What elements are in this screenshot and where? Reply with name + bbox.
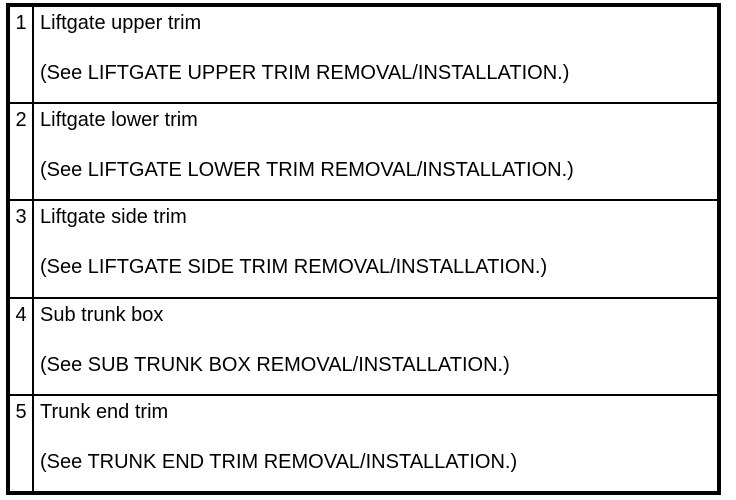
part-number-cell: 5 [7, 394, 34, 494]
table-row: 5 Trunk end trim (See TRUNK END TRIM REM… [7, 394, 720, 494]
part-name: Sub trunk box [40, 303, 164, 326]
part-description-cell: Liftgate side trim (See LIFTGATE SIDE TR… [32, 199, 720, 299]
part-see-reference: (See LIFTGATE LOWER TRIM REMOVAL/INSTALL… [40, 158, 574, 181]
part-number-cell: 2 [7, 101, 34, 202]
part-name: Liftgate side trim [40, 206, 187, 229]
parts-table-body: 1 Liftgate upper trim (See LIFTGATE UPPE… [7, 4, 720, 494]
part-see-reference: (See LIFTGATE UPPER TRIM REMOVAL/INSTALL… [40, 62, 570, 84]
part-number: 4 [15, 303, 27, 326]
part-number: 2 [15, 108, 27, 131]
part-number-cell: 1 [7, 4, 34, 104]
part-see-reference: (See SUB TRUNK BOX REMOVAL/INSTALLATION.… [40, 353, 510, 376]
table-row: 4 Sub trunk box (See SUB TRUNK BOX REMOV… [7, 296, 720, 397]
table-row: 2 Liftgate lower trim (See LIFTGATE LOWE… [7, 101, 720, 202]
part-see-reference: (See LIFTGATE SIDE TRIM REMOVAL/INSTALLA… [40, 256, 548, 279]
table-row: 3 Liftgate side trim (See LIFTGATE SIDE … [7, 199, 720, 299]
part-description-cell: Liftgate upper trim (See LIFTGATE UPPER … [32, 4, 720, 104]
part-description-cell: Sub trunk box (See SUB TRUNK BOX REMOVAL… [32, 296, 720, 397]
part-number: 3 [15, 206, 27, 229]
part-description-cell: Trunk end trim (See TRUNK END TRIM REMOV… [32, 394, 720, 494]
part-name: Liftgate lower trim [40, 108, 198, 131]
parts-table: 1 Liftgate upper trim (See LIFTGATE UPPE… [6, 3, 721, 495]
table-row: 1 Liftgate upper trim (See LIFTGATE UPPE… [7, 4, 720, 104]
part-name: Trunk end trim [40, 401, 169, 424]
part-number-cell: 3 [7, 199, 34, 299]
part-description-cell: Liftgate lower trim (See LIFTGATE LOWER … [32, 101, 720, 202]
part-number: 1 [15, 12, 27, 34]
part-number: 5 [15, 401, 27, 424]
part-number-cell: 4 [7, 296, 34, 397]
part-see-reference: (See TRUNK END TRIM REMOVAL/INSTALLATION… [40, 451, 518, 474]
part-name: Liftgate upper trim [40, 12, 202, 34]
